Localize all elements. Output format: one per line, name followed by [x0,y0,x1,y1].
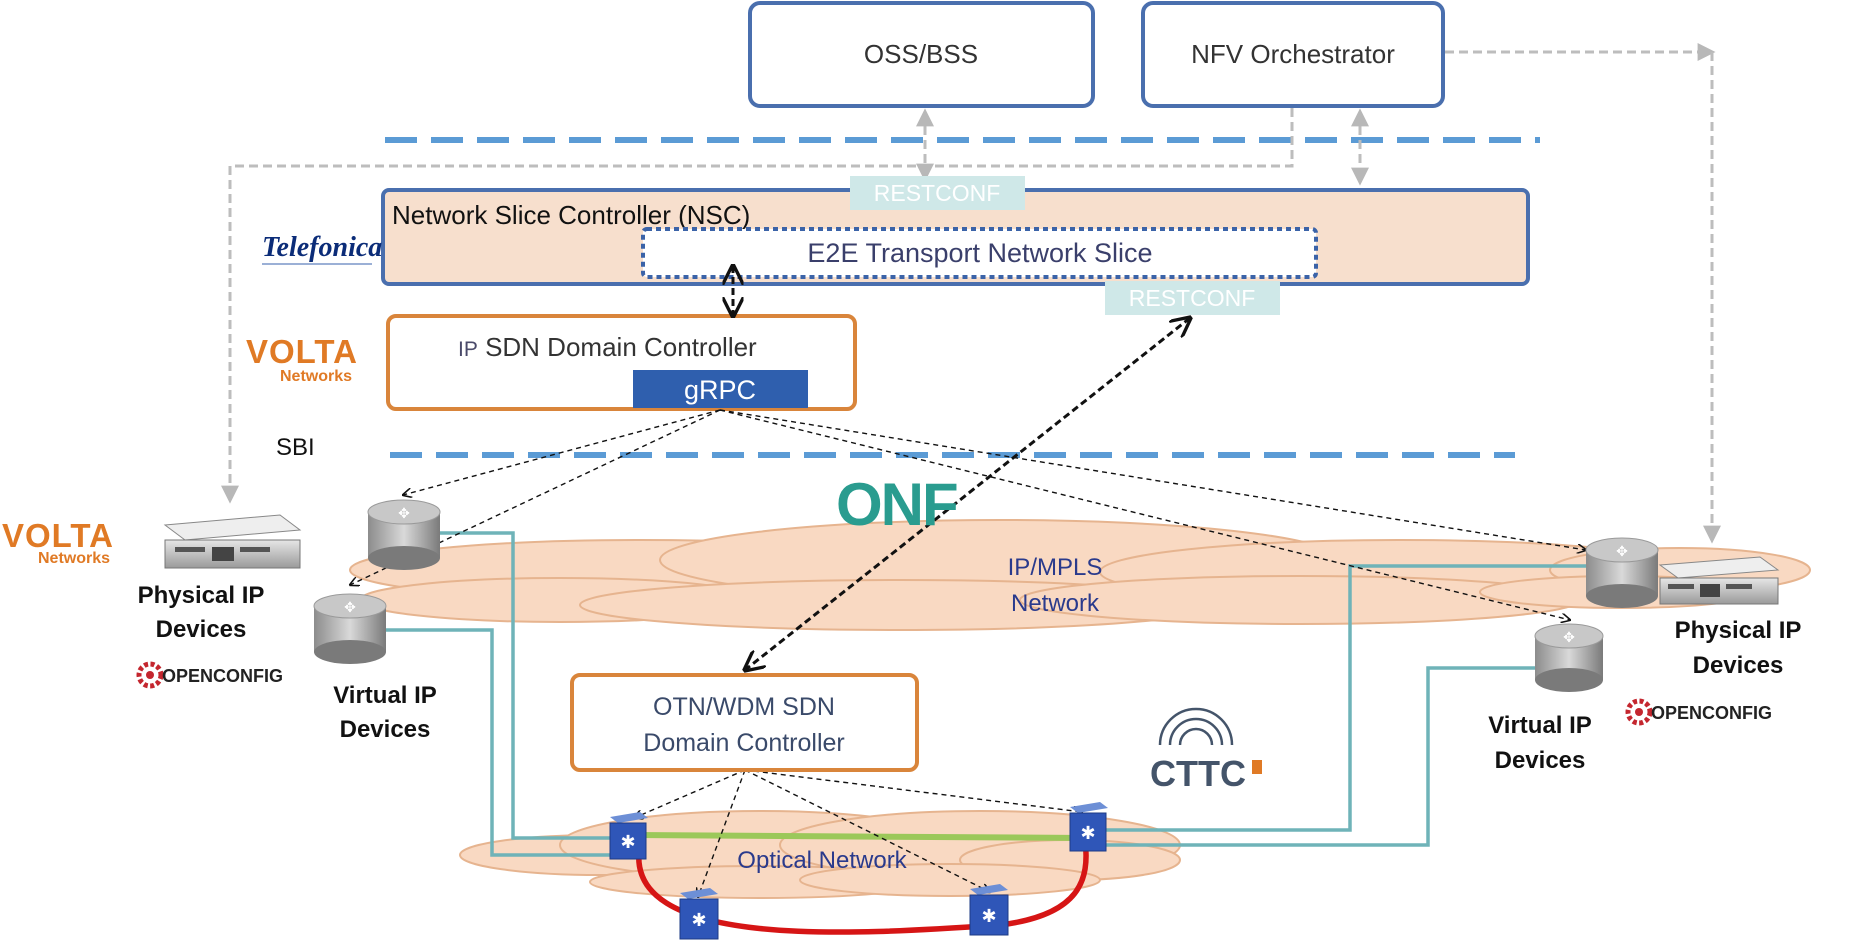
svg-text:✥: ✥ [398,505,410,521]
lightpath-red [636,839,1089,935]
svg-text:✥: ✥ [1563,629,1575,645]
svg-text:VOLTA: VOLTA [2,517,114,554]
ip-controller-rest: SDN Domain Controller [478,332,757,362]
optical-network-label: Optical Network [737,847,907,874]
optical-switch-icon-1: ✱ [609,812,648,860]
svg-text:✱: ✱ [981,906,996,926]
openconfig-logo-right: OPENCONFIG [1625,698,1772,726]
onf-logo: ONF [836,471,959,538]
svg-text:✥: ✥ [344,599,356,615]
physical-server-icon-left [163,514,302,569]
ip-mpls-label-1: IP/MPLS [1008,554,1103,581]
svg-text:✱: ✱ [1080,823,1095,843]
nsc-title: Network Slice Controller (NSC) [392,200,750,230]
svg-text:✱: ✱ [691,910,706,930]
optical-switch-icon-2: ✱ [1069,802,1108,852]
ip-prefix: IP [458,338,478,361]
ip-sdn-controller-label: IP SDN Domain Controller [458,332,757,362]
virtual-devices-left-2: Devices [340,716,431,743]
svg-text:Networks: Networks [280,368,352,385]
svg-text:Networks: Networks [38,550,110,567]
svg-text:CTTC: CTTC [1150,753,1246,794]
restconf-top-label: RESTCONF [874,180,1001,206]
physical-links [380,531,1595,857]
virtual-devices-right-2: Devices [1495,747,1586,774]
router-icon-left-1: ✥ [367,499,441,570]
volta-logo-top: VOLTA Networks [246,333,358,385]
svg-text:OPENCONFIG: OPENCONFIG [1651,703,1772,723]
sbi-label: SBI [276,434,315,461]
restconf-mid-label: RESTCONF [1129,285,1256,311]
optical-switch-icon-3: ✱ [679,888,719,940]
svg-text:✥: ✥ [1616,543,1628,559]
physical-devices-left-2: Devices [156,616,247,643]
cttc-logo: CTTC [1150,707,1262,794]
physical-devices-right-1: Physical IP [1675,617,1802,644]
physical-devices-left-1: Physical IP [138,582,265,609]
restconf-mid-badge [1105,281,1280,315]
otn-controller-line2: Domain Controller [643,729,844,757]
restconf-top-badge [850,176,1025,210]
svg-text:ONF: ONF [836,471,957,538]
svg-text:OPENCONFIG: OPENCONFIG [162,666,283,686]
router-icon-left-2: ✥ [313,593,387,664]
physical-devices-right-2: Devices [1693,652,1784,679]
nfv-orchestrator-box [1141,1,1445,108]
svg-text:VOLTA: VOLTA [246,333,358,370]
physical-server-icon-right [1658,556,1780,605]
router-icon-right-1: ✥ [1585,537,1659,608]
oss-bss-box [748,1,1095,108]
nfv-orchestrator-label: NFV Orchestrator [1191,39,1395,69]
lightpath-green [631,832,1087,841]
svg-text:Telefonica: Telefonica [262,232,382,263]
svg-text:✱: ✱ [620,832,635,852]
oss-bss-label: OSS/BSS [864,39,978,69]
volta-logo-left: VOLTA Networks [2,517,114,567]
virtual-devices-left-1: Virtual IP [333,682,437,709]
optical-switch-icon-4: ✱ [969,884,1009,936]
ip-mpls-label-2: Network [1011,590,1100,617]
grpc-label: gRPC [684,375,756,405]
controller-hierarchy-links [733,266,1190,670]
router-icon-right-2: ✥ [1534,623,1604,692]
management-links [221,43,1721,544]
otn-wdm-controller-box [570,673,919,772]
telefonica-logo: Telefonica [262,232,382,265]
e2e-slice-label: E2E Transport Network Slice [807,238,1152,268]
openconfig-logo-left: OPENCONFIG [136,661,283,689]
otn-controller-line1: OTN/WDM SDN [653,693,835,721]
virtual-devices-right-1: Virtual IP [1488,712,1592,739]
e2e-slice-box [641,227,1318,279]
